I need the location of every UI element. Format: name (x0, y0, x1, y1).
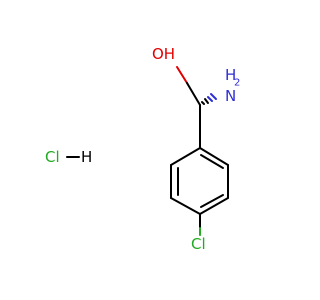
hcl-chlorine-label: Cl (45, 148, 60, 166)
hcl-hydrogen-label: H (81, 148, 92, 166)
molecule-structure-canvas: OH N H 2 Cl Cl H (45, 45, 240, 253)
amino-subscript-label: 2 (234, 78, 240, 89)
amino-group-label: N H 2 (225, 66, 240, 105)
amino-n-label: N (225, 87, 236, 105)
benzene-ring (170, 147, 229, 215)
bond-oxygen-ch2 (176, 66, 188, 84)
amino-h-label: H (225, 66, 236, 84)
hydroxyl-label: OH (152, 45, 175, 63)
stereo-hash-bond (201, 93, 217, 105)
bond-ch2-ch2-lower (186, 82, 201, 106)
ring-chlorine-label: Cl (191, 235, 206, 253)
